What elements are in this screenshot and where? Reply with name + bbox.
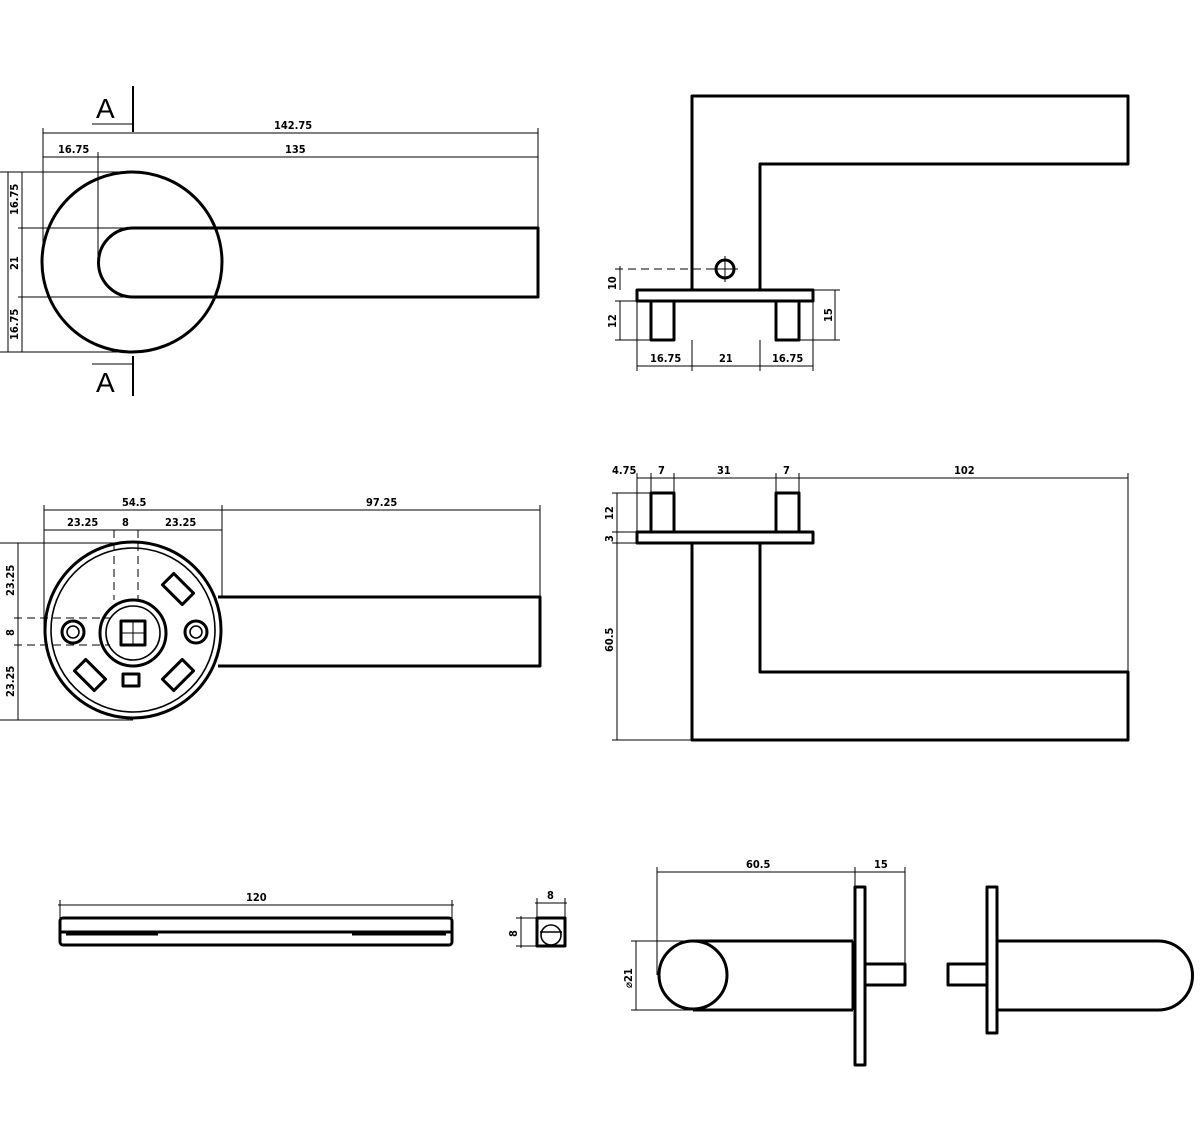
screw-hole-right — [183, 619, 209, 645]
dim-section-width: 8 — [547, 889, 554, 902]
dim-pin-height: 12 — [603, 506, 616, 520]
slots — [72, 571, 196, 693]
lever-outline — [997, 939, 1194, 1012]
dim-v-mid: 21 — [8, 256, 21, 270]
pin-right — [774, 299, 801, 342]
dim-rose-offset: 16.75 — [58, 143, 89, 156]
dim-d2: 7 — [658, 464, 665, 477]
rose-outer — [43, 540, 223, 720]
end-view: 60.5 15 ⌀21 — [622, 858, 907, 1067]
back-view: 54.5 97.25 23.25 8 23.25 23.25 8 23.25 — [0, 496, 542, 721]
dim-section-height: 8 — [507, 930, 520, 937]
spindle-section — [535, 916, 567, 948]
dim-rose-width: 54.5 — [122, 496, 147, 509]
dim-hole-height: 10 — [606, 276, 619, 290]
dim-diameter: ⌀21 — [622, 968, 635, 988]
pin-right — [774, 491, 801, 534]
lever-outline — [690, 543, 1130, 742]
dim-plate: 3 — [603, 535, 616, 542]
rose-outline — [40, 170, 224, 354]
dim-h-mid: 21 — [719, 352, 733, 365]
front-view: A A 142.75 16.75 135 16.75 21 16.75 — [0, 86, 540, 398]
lever-outline — [97, 226, 540, 299]
screw-hole-left — [60, 619, 86, 645]
dim-spindle-length: 120 — [246, 891, 267, 904]
spindle-view: 120 8 8 — [58, 889, 567, 948]
top-view: 4.75 7 31 7 102 12 3 60.5 — [603, 464, 1130, 742]
dim-d1: 4.75 — [612, 464, 637, 477]
section-marker-bottom: A — [96, 367, 115, 398]
side-view: 10 12 15 16.75 21 16.75 — [606, 94, 1130, 371]
mirrored-end-view — [946, 885, 1194, 1035]
spring-cassette — [98, 598, 168, 668]
dim-v-top: 16.75 — [8, 184, 21, 215]
dim-v-top: 23.25 — [4, 565, 17, 596]
dim-lever-length: 97.25 — [366, 496, 397, 509]
rose-plate — [985, 885, 999, 1035]
dim-h-mid: 8 — [122, 516, 129, 529]
dim-pin-total: 15 — [822, 308, 835, 322]
spindle-stub — [863, 962, 907, 987]
dim-v-bottom: 16.75 — [8, 309, 21, 340]
dim-v-mid: 8 — [4, 629, 17, 636]
dim-d4: 7 — [783, 464, 790, 477]
rose-plate — [635, 288, 815, 303]
lever-outline — [218, 595, 542, 668]
pin-left — [649, 299, 676, 342]
dim-spindle: 15 — [874, 858, 888, 871]
dim-h-right: 23.25 — [165, 516, 196, 529]
lever-end-circle — [657, 939, 729, 1011]
dim-pin-height: 12 — [606, 314, 619, 328]
dim-depth: 60.5 — [746, 858, 771, 871]
dim-depth: 60.5 — [603, 627, 616, 652]
dim-d3: 31 — [717, 464, 731, 477]
dim-v-bottom: 23.25 — [4, 666, 17, 697]
section-marker-top: A — [96, 93, 115, 124]
dim-overall: 142.75 — [274, 119, 312, 132]
lever-outline — [690, 94, 1130, 290]
dim-d5: 102 — [954, 464, 975, 477]
dim-h-left: 23.25 — [67, 516, 98, 529]
dim-h-left: 16.75 — [650, 352, 681, 365]
rose-plate — [635, 530, 815, 545]
dim-lever-length: 135 — [285, 143, 306, 156]
pin-left — [649, 491, 676, 534]
dim-h-right: 16.75 — [772, 352, 803, 365]
rose-inner — [50, 547, 216, 713]
spindle-stub — [946, 962, 989, 987]
